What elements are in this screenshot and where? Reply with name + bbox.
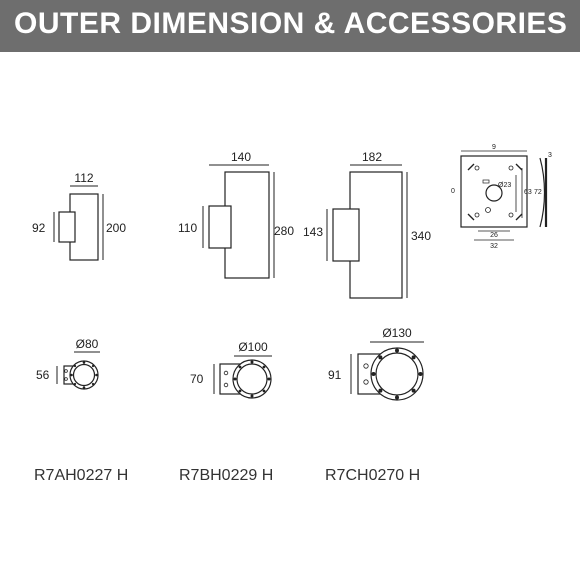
model-c-side-view [326,164,408,299]
model-b-box-height: 110 [178,221,197,235]
model-c-bracket: 91 [328,368,342,382]
model-b-height: 280 [274,224,294,238]
model-b-top-view [213,355,272,399]
plate-spacing-inner: 26 [490,232,498,239]
model-b-diameter: Ø100 [238,340,268,354]
model-a-code: R7AH0227 H [34,467,128,484]
plate-spacing-outer: 32 [490,243,498,250]
model-a-side-view [53,185,104,261]
model-a-width: 112 [74,171,93,185]
model-c-width: 182 [362,150,382,164]
model-a-bracket: 56 [36,368,50,382]
model-b-width: 140 [231,150,251,164]
model-b-code: R7BH0229 H [179,467,273,484]
plate-left: 0 [451,188,455,195]
page-title: OUTER DIMENSION & ACCESSORIES [14,7,568,40]
lens-rings [70,348,423,400]
model-c-code: R7CH0270 H [325,467,420,484]
plate-hole: Ø23 [498,182,511,189]
model-a-diameter: Ø80 [76,337,99,351]
model-b-bracket: 70 [190,372,204,386]
model-a-height: 200 [106,221,126,235]
model-c-height: 340 [411,229,431,243]
model-c-box-height: 143 [303,225,323,239]
header-bar: OUTER DIMENSION & ACCESSORIES [0,0,580,52]
model-a-box-height: 92 [32,221,46,235]
mounting-plate-drawing [460,150,548,241]
model-b-side-view [202,164,275,279]
plate-height-inner: 63 [524,189,532,196]
model-c-diameter: Ø130 [382,326,412,340]
plate-height-outer: 72 [534,189,542,196]
plate-width: 9 [492,144,496,151]
plate-thickness: 3 [548,152,552,159]
